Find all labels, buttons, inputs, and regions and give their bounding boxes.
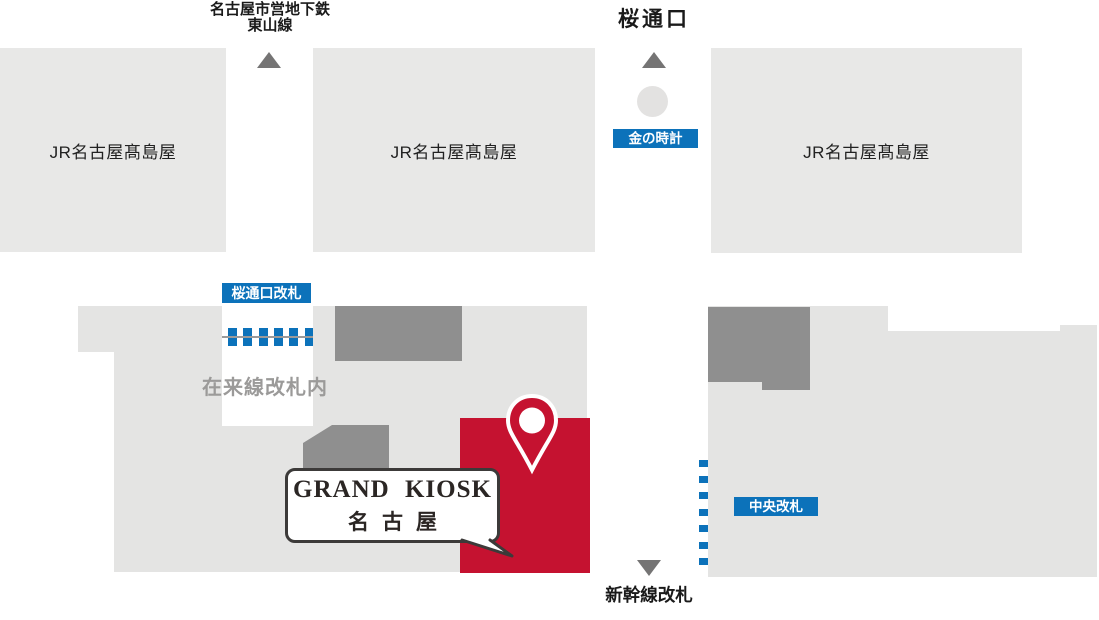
jr-building-label: JR名古屋髙島屋 [803, 143, 930, 162]
subway-line1: 名古屋市営地下鉄 [209, 1, 330, 18]
ticket-gate-line [222, 336, 313, 338]
jr-building-label: JR名古屋髙島屋 [49, 142, 177, 162]
structure-block-right-step [762, 382, 810, 390]
up-arrow-icon [257, 52, 281, 68]
gold-clock-label: 金の時計 [613, 129, 698, 148]
floor-left-band [78, 306, 222, 352]
structure-block-right [708, 307, 810, 382]
shop-callout-bubble: GRAND KIOSK 名古屋 [285, 468, 500, 543]
shop-name-en: GRAND KIOSK [293, 475, 492, 503]
jr-building-right: JR名古屋髙島屋 [711, 48, 1022, 253]
down-arrow-icon [637, 560, 661, 576]
subway-line2: 東山線 [247, 17, 293, 35]
bubble-tail [460, 538, 514, 558]
conventional-area-label: 在来線改札内 [202, 377, 328, 399]
central-gate-label: 中央改札 [734, 497, 818, 516]
structure-block-top [335, 306, 462, 361]
jr-building-label: JR名古屋髙島屋 [390, 142, 518, 162]
map-pin-icon [505, 393, 559, 475]
shinkansen-gate-label: 新幹線改札 [605, 585, 693, 605]
sakura-gate-label: 桜通口改札 [222, 283, 311, 303]
structure-block-middle [303, 425, 389, 469]
up-arrow-icon [642, 52, 666, 68]
shop-name-jp: 名古屋 [348, 509, 450, 534]
subway-station-label: 名古屋市営地下鉄 東山線 [190, 1, 350, 35]
jr-building-left: JR名古屋髙島屋 [0, 48, 226, 252]
floor-right-step [1060, 325, 1097, 333]
sakura-exit-title: 桜通口 [618, 8, 690, 31]
sakura-gate-corridor [222, 352, 313, 426]
jr-building-center: JR名古屋髙島屋 [313, 48, 595, 252]
gold-clock-icon [637, 86, 668, 117]
